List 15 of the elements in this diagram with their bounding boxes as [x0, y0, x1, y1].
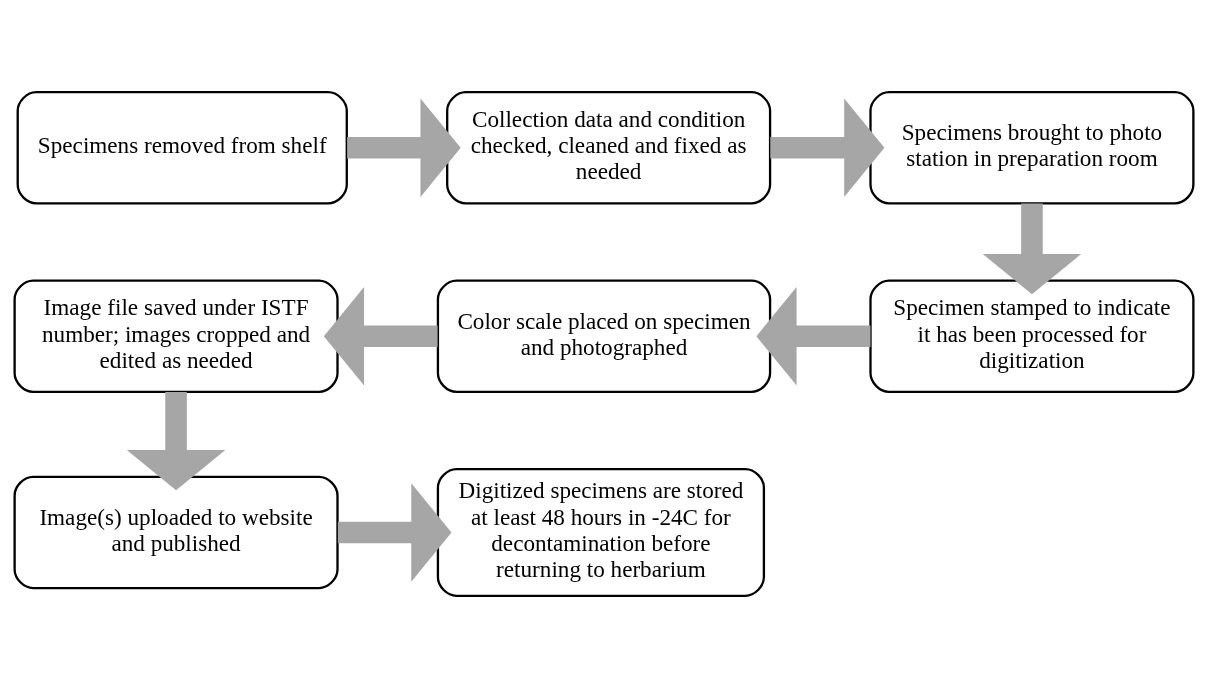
arrow: [337, 483, 452, 582]
arrow: [126, 392, 226, 491]
arrow: [982, 203, 1082, 295]
arrow: [756, 286, 871, 386]
arrow: [347, 98, 461, 198]
arrow: [323, 287, 438, 386]
node-box: Specimen stamped to indicate it has been processed for digitization: [869, 279, 1195, 394]
node-box: Digitized specimens are stored at least 48 hours in -24C for decontamination before returning to herbarium: [436, 467, 766, 597]
node-box: Color scale placed on specimen and photographed: [436, 279, 772, 394]
node-box: Specimens brought to photo station in preparation room: [869, 91, 1195, 205]
node-box: Image file saved under ISTF number; images cropped and edited as needed: [13, 279, 339, 394]
node-box: Collection data and condition checked, cleaned and fixed as needed: [446, 91, 772, 205]
node-box: Image(s) uploaded to website and published: [13, 475, 339, 590]
arrow: [770, 98, 885, 198]
node-box: Specimens removed from shelf: [16, 91, 348, 205]
